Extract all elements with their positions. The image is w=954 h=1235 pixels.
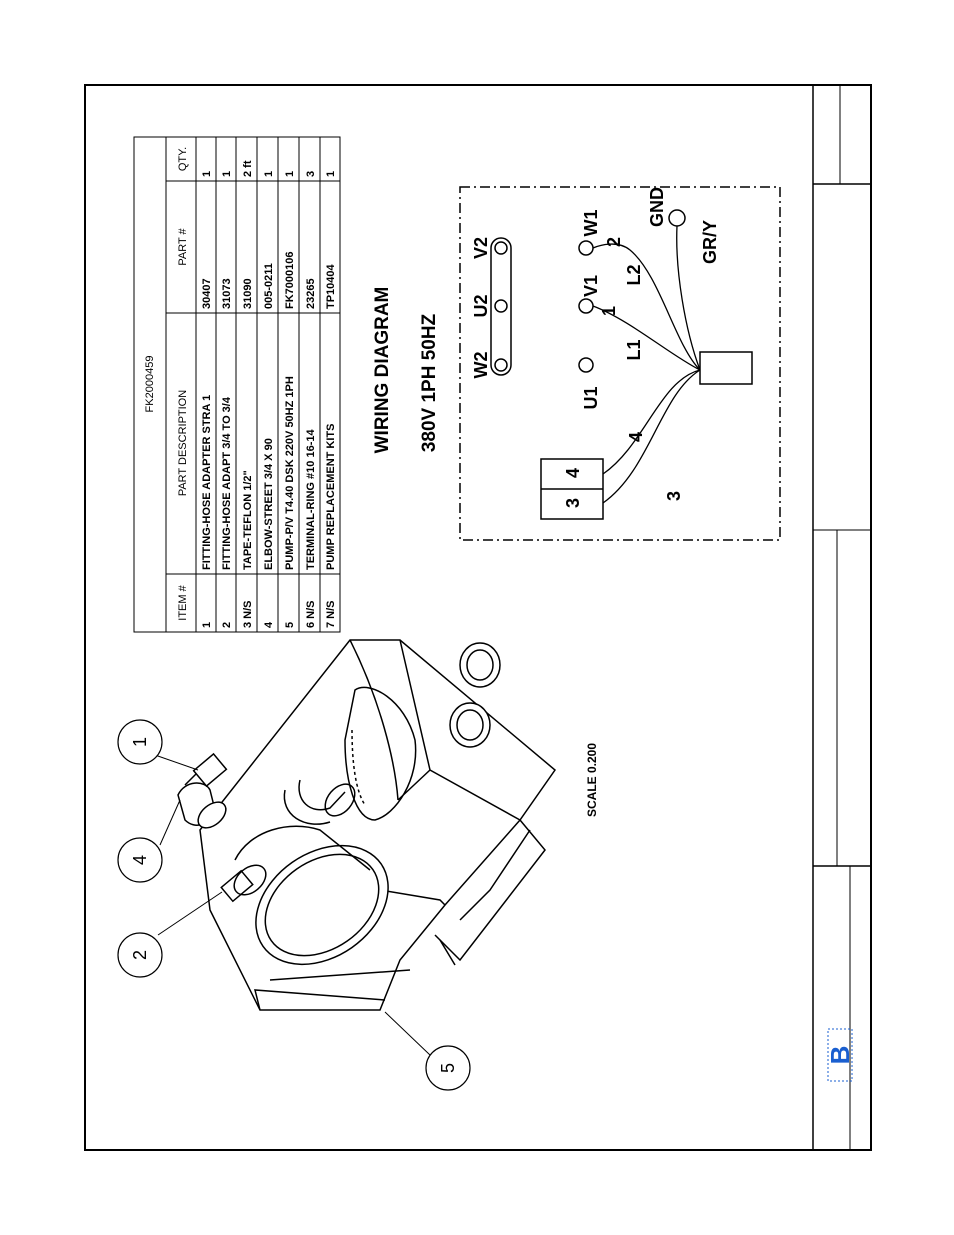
- wire-4-label: 4: [626, 432, 646, 442]
- cell-qty: 1: [325, 171, 337, 177]
- wiring-boundary: [459, 186, 781, 541]
- balloon-leaders: [154, 754, 431, 1056]
- balloon-4: [117, 837, 163, 883]
- terminal-v2-label: V2: [471, 237, 491, 259]
- cell-item: 4: [263, 621, 275, 628]
- pump-drawing: [177, 639, 557, 1011]
- table-row: 7 N/S PUMP REPLACEMENT KITS TP10404 1: [325, 171, 337, 628]
- wire-l2-label: L2: [624, 264, 644, 285]
- table-row: 3 N/S TAPE-TEFLON 1/2" 31090 2 ft: [242, 160, 254, 628]
- cell-item: 3 N/S: [242, 600, 254, 628]
- title-block: [812, 85, 871, 1150]
- header-qty: QTY.: [177, 147, 189, 171]
- cell-qty: 1: [284, 171, 296, 177]
- terminal-u2-label: U2: [471, 294, 491, 317]
- cell-item: 1: [201, 622, 213, 628]
- terminal-block-4-label: 4: [563, 468, 583, 478]
- logo: B: [825, 1028, 855, 1082]
- terminal-v1: [578, 298, 594, 314]
- cell-part-number: FK7000106: [284, 252, 296, 310]
- cell-description: TAPE-TEFLON 1/2": [242, 470, 254, 570]
- cell-qty: 1: [201, 171, 213, 177]
- terminal-gnd-label: GND: [647, 187, 667, 227]
- wire-2-label: 2: [604, 237, 624, 247]
- cell-description: ELBOW-STREET 3/4 X 90: [263, 438, 275, 570]
- cell-part-number: 31073: [221, 278, 233, 309]
- cell-item: 7 N/S: [325, 600, 337, 628]
- cell-part-number: TP10404: [325, 263, 337, 309]
- terminal-w1-label: W1: [581, 210, 601, 237]
- terminal-block: [540, 458, 604, 520]
- logo-letter: B: [825, 1046, 855, 1065]
- cell-part-number: 005-0211: [263, 263, 275, 309]
- cell-description: TERMINAL-RING #10 16-14: [305, 429, 317, 570]
- cell-description: FITTING-HOSE ADAPT 3/4 TO 3/4: [221, 396, 233, 570]
- cell-item: 5: [284, 622, 296, 628]
- wiring-title: WIRING DIAGRAM: [372, 287, 393, 454]
- cell-part-number: 30407: [201, 278, 213, 309]
- balloon-5-label: 5: [438, 1063, 458, 1073]
- cell-item: 6 N/S: [305, 600, 317, 628]
- terminal-w2-label: W2: [471, 352, 491, 379]
- wiring-diagram: WIRING DIAGRAM 380V 1PH 50HZ W2 U2 V2 U1…: [372, 186, 781, 541]
- terminal-u1-label: U1: [581, 386, 601, 409]
- header-item: ITEM #: [177, 584, 189, 620]
- cell-qty: 2 ft: [242, 160, 254, 177]
- cell-part-number: 23265: [305, 278, 317, 309]
- cell-item: 2: [221, 622, 233, 628]
- cell-qty: 3: [305, 171, 317, 177]
- balloon-1-label: 1: [130, 737, 150, 747]
- terminal-v1-label: V1: [581, 275, 601, 297]
- cell-description: PUMP-P/V T4.40 DSK 220V 50HZ 1PH: [284, 376, 296, 570]
- terminal-u1: [578, 357, 594, 373]
- table-row: 5 PUMP-P/V T4.40 DSK 220V 50HZ 1PH FK70001…: [284, 171, 296, 628]
- drawing-number: FK2000459: [144, 356, 156, 413]
- balloon-markers: 1 4 2 5: [117, 719, 471, 1091]
- wire-l1-label: L1: [624, 339, 644, 360]
- terminal-gnd: [668, 209, 686, 227]
- balloon-4-label: 4: [130, 855, 150, 865]
- terminal-w1: [578, 240, 594, 256]
- header-description: PART DESCRIPTION: [177, 390, 189, 496]
- parts-table: FK2000459 ITEM # PART DESCRIPTION PART #…: [133, 136, 341, 633]
- table-row: 2 FITTING-HOSE ADAPT 3/4 TO 3/4 31073 1: [221, 171, 233, 628]
- scale-note: SCALE 0.200: [585, 743, 599, 817]
- balloon-2: [117, 932, 163, 978]
- header-part-number: PART #: [177, 227, 189, 265]
- cell-qty: 1: [221, 171, 233, 177]
- table-row: 6 N/S TERMINAL-RING #10 16-14 23265 3: [305, 171, 317, 628]
- cell-description: PUMP REPLACEMENT KITS: [325, 424, 337, 570]
- cell-qty: 1: [263, 171, 275, 177]
- cell-part-number: 31090: [242, 278, 254, 309]
- balloon-1: [117, 719, 163, 765]
- balloon-5: [425, 1045, 471, 1091]
- table-row: 4 ELBOW-STREET 3/4 X 90 005-0211 1: [263, 171, 275, 628]
- wires: [592, 225, 701, 504]
- wire-gry-label: GR/Y: [700, 220, 720, 264]
- cable-clamp: [699, 351, 753, 385]
- wire-3-label: 3: [664, 491, 684, 501]
- wiring-subtitle: 380V 1PH 50HZ: [419, 313, 440, 452]
- cell-description: FITTING-HOSE ADAPTER STRA 1: [201, 395, 213, 570]
- terminal-block-3-label: 3: [563, 498, 583, 508]
- sheet-border: [84, 84, 872, 1151]
- wire-1-label: 1: [599, 306, 619, 316]
- balloon-2-label: 2: [130, 950, 150, 960]
- terminal-jumper: [490, 237, 512, 376]
